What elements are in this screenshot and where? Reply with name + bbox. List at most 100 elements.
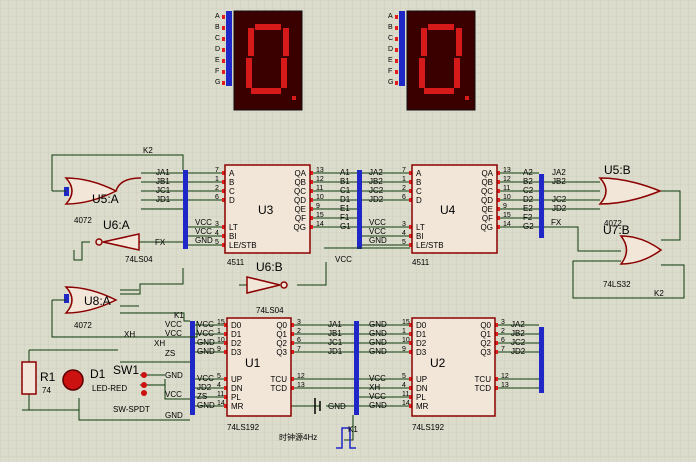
u4-net-ja2: JA2	[369, 168, 383, 177]
pin-marker	[310, 189, 313, 193]
pin-marker	[409, 180, 412, 184]
u5b-net-jc2: JC2	[552, 195, 567, 204]
chip-u4-left-pin-3: D	[416, 196, 422, 205]
pin-marker	[495, 386, 498, 390]
chip-u2-right-pin-3: Q3	[480, 348, 491, 357]
chip-u3-right-num-4: 9	[316, 203, 320, 210]
bus-lines	[64, 170, 544, 415]
chip-u1-left-num-2: 10	[217, 337, 225, 344]
chip-u3-type: 4511	[227, 258, 245, 267]
chip-u4-right-pin-5: QF	[482, 214, 493, 223]
pin-marker	[224, 377, 227, 381]
chip-u2-left-num-6: 11	[402, 391, 409, 398]
u1-net-vcc2: VCC	[197, 329, 214, 338]
inverter-u6b-bubble	[280, 281, 288, 289]
chip-u4-name: U4	[440, 203, 456, 217]
chip-u3-left-pin-6: LE/STB	[229, 241, 257, 250]
pin-marker	[222, 243, 225, 247]
chip-u1-left-pin-1: D1	[231, 330, 242, 339]
chip-u1-left-num-4: 5	[217, 373, 221, 380]
digit-segments	[246, 24, 296, 100]
net-vcc-u4: VCC	[335, 255, 352, 264]
pin-marker	[222, 81, 225, 85]
u2-net-gnd3: GND	[369, 338, 387, 347]
u5b-net-jd2: JD2	[552, 204, 567, 213]
chip-u1-right-num-5: 13	[297, 382, 305, 389]
chip-u4-right-num-0: 13	[503, 167, 511, 174]
chip-u3-right-pin-5: QF	[295, 214, 306, 223]
disp-left-pin-f: F	[215, 68, 219, 75]
u2-net-jc2: JC2	[511, 338, 526, 347]
net-k1: K1	[174, 311, 184, 320]
pin-marker	[395, 15, 398, 19]
chip-u1-left-pin-5: DN	[231, 384, 243, 393]
chip-u3-left-num-6: 5	[215, 239, 219, 246]
u4-net-c2: C2	[523, 186, 534, 195]
pin-marker	[495, 377, 498, 381]
chip-u4-left-num-5: 4	[402, 230, 406, 237]
u2-net-vcc2: VCC	[369, 392, 386, 401]
chip-u3-right-num-5: 15	[316, 212, 324, 219]
pin-marker	[291, 350, 294, 354]
pin-marker	[224, 395, 227, 399]
pin-marker	[291, 323, 294, 327]
chip-u4-type: 4511	[412, 258, 430, 267]
r1-label: R1	[40, 370, 56, 384]
u2-net-gnd5: GND	[369, 401, 387, 410]
gate-u6b-label: U6:B	[256, 260, 283, 274]
u3-net-vcc2: VCC	[195, 227, 212, 236]
u1-net-jb1: JB1	[328, 329, 342, 338]
pin-marker	[495, 350, 498, 354]
chip-u3-left-num-2: 2	[215, 185, 219, 192]
pin-marker	[310, 180, 313, 184]
net-xh: XH	[124, 330, 135, 339]
gate-u5a-label: U5:A	[92, 192, 119, 206]
switch-contact-bottom[interactable]	[141, 382, 147, 388]
or-gate-u8a	[64, 286, 118, 314]
u1-net-gnd3: GND	[197, 401, 215, 410]
chip-u1-left-pin-3: D3	[231, 348, 242, 357]
pin-marker	[222, 189, 225, 193]
chip-u3-left-num-5: 4	[215, 230, 219, 237]
pin-marker	[222, 37, 225, 41]
chip-u2-right-pin-4: TCU	[475, 375, 492, 384]
chip-u1-right-pin-5: TCD	[271, 384, 288, 393]
chip-u2-left-pin-2: D2	[416, 339, 427, 348]
pin-marker	[222, 26, 225, 30]
pin-marker	[395, 59, 398, 63]
pin-marker	[310, 207, 313, 211]
chip-u4-left-num-1: 1	[402, 176, 406, 183]
chip-u4-left-pin-5: BI	[416, 232, 424, 241]
chip-u1-left-num-7: 14	[217, 400, 225, 407]
pin-marker	[495, 332, 498, 336]
pin-marker	[497, 198, 500, 202]
pin-marker	[310, 225, 313, 229]
u1-net-zs: ZS	[197, 392, 207, 401]
chip-u3-left-num-4: 3	[215, 221, 219, 228]
pin-marker	[222, 15, 225, 19]
chip-u4-right-pin-0: QA	[481, 169, 493, 178]
bus-vcc3: VCC	[165, 390, 182, 399]
pin-marker	[409, 234, 412, 238]
chip-u2-right-pin-1: Q1	[480, 330, 491, 339]
chip-u2-left-num-0: 15	[402, 319, 410, 326]
chip-u4-right-num-3: 10	[503, 194, 511, 201]
chip-u4-left-num-0: 7	[402, 167, 406, 174]
u4-net-vcc1: VCC	[369, 218, 386, 227]
disp-right-pin-b: B	[388, 24, 393, 31]
pin-marker	[495, 341, 498, 345]
pin-marker	[222, 234, 225, 238]
u3-net-jd1: JD1	[156, 195, 171, 204]
disp-right-pin-c: C	[388, 35, 393, 42]
pin-marker	[222, 70, 225, 74]
d1-label: D1	[90, 367, 106, 381]
disp-right-pin-f: F	[388, 68, 392, 75]
chip-u2-left-pin-7: MR	[416, 402, 429, 411]
d1-value: LED-RED	[92, 384, 127, 393]
pin-marker	[497, 225, 500, 229]
switch-contact-common[interactable]	[141, 390, 147, 396]
u3-net-b1: B1	[340, 177, 350, 186]
chip-u3-right-pin-2: QC	[294, 187, 306, 196]
switch-contact-top[interactable]	[141, 372, 147, 378]
